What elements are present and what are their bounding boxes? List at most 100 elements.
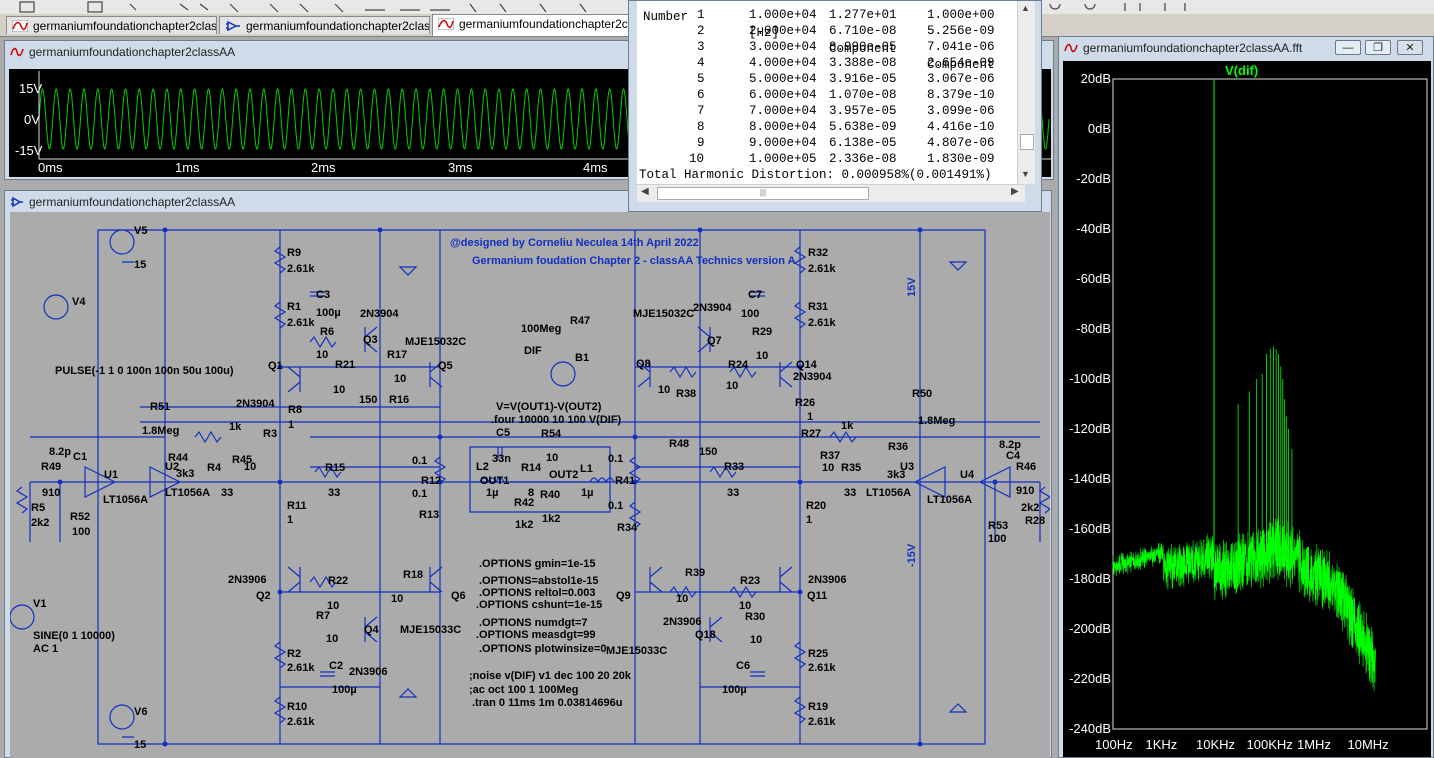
label-r9-value: 2.61k — [287, 263, 315, 275]
fourier-cell: 5 — [697, 72, 705, 86]
label-r13-value: 0.1 — [412, 488, 428, 500]
scroll-down-icon[interactable]: ▼ — [1021, 169, 1030, 179]
tab-waveform-1[interactable]: germaniumfoundationchapter2classAA — [6, 16, 217, 34]
label-q8: Q8 — [636, 358, 651, 370]
label-r53-value: 100 — [988, 533, 1007, 545]
label-q2-type: 2N3906 — [228, 574, 267, 586]
label-mje15032c: MJE15032C — [405, 336, 467, 348]
label-r18-value: 10 — [391, 593, 404, 605]
horizontal-scrollbar[interactable]: ◀ ||| ▶ — [637, 184, 1025, 202]
x-tick: 2ms — [311, 160, 336, 175]
label-r42: R42 — [514, 497, 535, 509]
label-r35-value: 33 — [844, 487, 857, 499]
scroll-right-icon[interactable]: ▶ — [1011, 186, 1019, 197]
x-tick: 0ms — [38, 160, 63, 175]
label-option: .OPTIONS=abstol1e-15 — [479, 575, 599, 587]
label-r38-value: 10 — [658, 384, 671, 396]
tab-label: germaniumfoundationchapter2classAA — [246, 19, 430, 33]
label-r10: R10 — [287, 701, 308, 713]
label-r30-value: 10 — [750, 634, 763, 646]
label-r6-value: 10 — [316, 349, 329, 361]
label-r42-value: 1k2 — [515, 519, 534, 531]
minimize-button[interactable]: — — [1335, 40, 1361, 55]
label-q7: Q7 — [707, 335, 722, 347]
fourier-cell: 8.379e-10 — [927, 88, 995, 102]
schematic-icon — [11, 196, 23, 208]
schematic-canvas[interactable]: V5 15 V4 PULSE(-1 1 0 100n 100n 50u 100u… — [10, 212, 1050, 758]
schematic-wires — [10, 227, 1050, 747]
label-l2-value: 1µ — [486, 487, 499, 499]
y-tick: -100dB — [1069, 371, 1111, 386]
label-r22: R22 — [328, 575, 349, 587]
label-r41-value: 0.1 — [608, 453, 624, 465]
label-q14-type: 2N3904 — [793, 371, 832, 383]
label-designed: @designed by Corneliu Neculea 14th April… — [450, 237, 699, 249]
fourier-cell: 3.067e-06 — [927, 72, 995, 86]
window-title: germaniumfoundationchapter2classAA — [5, 191, 1051, 213]
label-r21: R21 — [335, 359, 356, 371]
label-mje15033c-right: MJE15033C — [606, 645, 668, 657]
fourier-cell: 4.416e-10 — [927, 120, 995, 134]
label-r41: R41 — [615, 475, 636, 487]
label-q18-type: 2N3906 — [663, 616, 702, 628]
fourier-cell: 3.916e-05 — [829, 72, 897, 86]
label-r15: R15 — [325, 462, 346, 474]
label-l2: L2 — [476, 461, 489, 473]
tab-label: germaniumfoundationchapter2classAA — [459, 17, 631, 31]
x-tick: 100Hz — [1095, 737, 1133, 752]
waveform-icon — [12, 20, 28, 32]
fft-trace — [1112, 78, 1428, 730]
scroll-up-icon[interactable]: ▲ — [1021, 3, 1030, 13]
label-c5-value: 33n — [492, 453, 511, 465]
y-tick: -60dB — [1076, 271, 1111, 286]
close-button[interactable]: ✕ — [1397, 40, 1423, 55]
label-q1: Q1 — [268, 360, 283, 372]
label-r17: R17 — [387, 349, 408, 361]
label-r34: R34 — [617, 522, 638, 534]
y-tick: -15V — [15, 143, 43, 158]
label-r33: R33 — [724, 461, 745, 473]
restore-button[interactable]: ❐ — [1365, 40, 1391, 55]
fourier-cell: 10 — [689, 152, 705, 166]
label-r44-value: 3k3 — [176, 468, 195, 480]
label-r52: R52 — [70, 511, 91, 523]
label-r12: R12 — [421, 475, 442, 487]
label-r13: R13 — [419, 509, 440, 521]
label-c1-value: 8.2p — [49, 446, 72, 458]
label-c2: C2 — [329, 660, 344, 672]
label-minus15v: -15V — [906, 543, 918, 567]
label-r16-value: 150 — [359, 394, 378, 406]
x-tick: 3ms — [448, 160, 473, 175]
label-r48: R48 — [669, 438, 690, 450]
x-tick: 4ms — [583, 160, 608, 175]
scroll-thumb[interactable] — [1020, 134, 1034, 150]
scroll-left-icon[interactable]: ◀ — [641, 186, 649, 197]
trace-label: V(dif) — [1225, 63, 1259, 78]
label-r44: R44 — [168, 452, 189, 464]
scroll-thumb[interactable]: ||| — [657, 187, 869, 200]
fourier-cell: 6.138e-05 — [829, 136, 897, 150]
fft-window[interactable]: germaniumfoundationchapter2classAA.fft —… — [1058, 36, 1434, 758]
label-v4: V4 — [72, 296, 86, 308]
label-q7-type: 2N3904 — [693, 302, 732, 314]
tab-schematic[interactable]: germaniumfoundationchapter2classAA — [219, 16, 430, 34]
label-dif: DIF — [524, 345, 542, 357]
tab-waveform-2[interactable]: germaniumfoundationchapter2classAA — [432, 14, 632, 36]
label-r50-value: 1.8Meg — [918, 415, 956, 427]
label-c6-value: 100µ — [722, 684, 747, 696]
label-r20-value: 1 — [806, 514, 813, 526]
fourier-cell: 3.957e-05 — [829, 104, 897, 118]
cut-icon — [129, 3, 137, 11]
vertical-scrollbar[interactable]: ▲ ▼ — [1017, 1, 1035, 184]
label-r29-value: 10 — [756, 350, 769, 362]
label-r14-value: 8 — [528, 487, 535, 499]
label-r39-value: 10 — [676, 593, 689, 605]
label-r22-value: 10 — [327, 600, 340, 612]
zoom-icon — [1049, 3, 1186, 11]
fourier-cell: 6 — [697, 88, 705, 102]
label-b1: B1 — [575, 352, 590, 364]
y-tick: -240dB — [1069, 721, 1111, 736]
